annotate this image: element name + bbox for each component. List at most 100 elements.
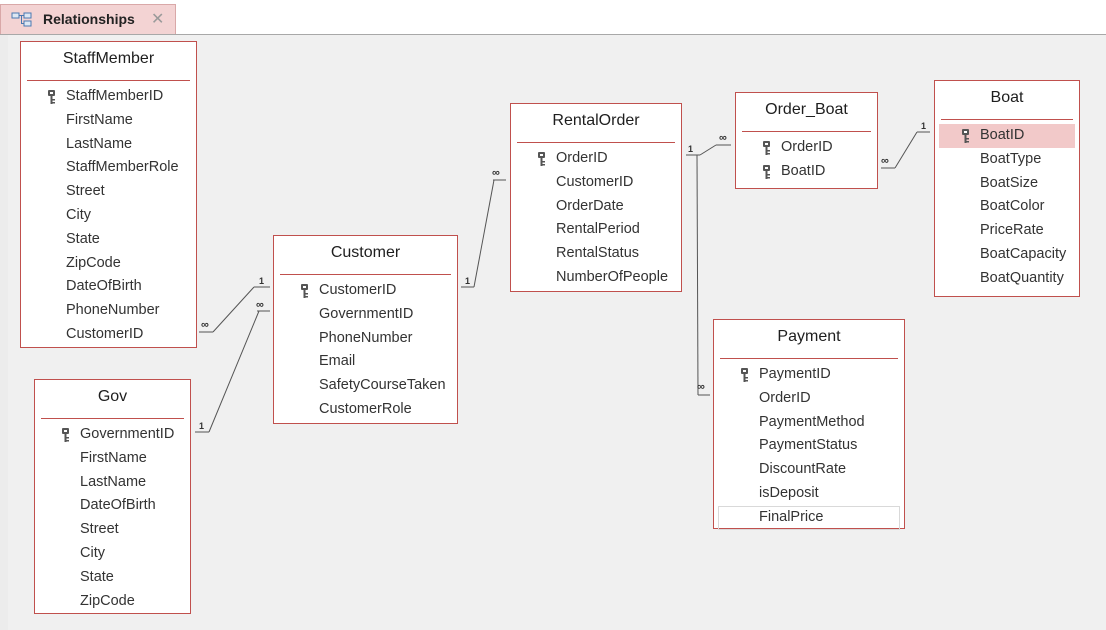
field-finalprice[interactable]: FinalPrice: [718, 505, 900, 530]
field-label: DateOfBirth: [80, 497, 156, 514]
field-label: isDeposit: [759, 484, 819, 501]
field-rentalperiod[interactable]: RentalPeriod: [511, 218, 681, 242]
field-label: DateOfBirth: [66, 278, 142, 295]
relationship-line[interactable]: [696, 154, 699, 396]
field-street[interactable]: Street: [35, 518, 190, 542]
tab-label: Relationships: [43, 11, 135, 27]
cardinality-many: ∞: [492, 167, 500, 179]
field-discountrate[interactable]: DiscountRate: [714, 458, 904, 482]
field-governmentid[interactable]: GovernmentID: [274, 303, 457, 327]
primary-key-icon: [763, 164, 770, 179]
relationship-line[interactable]: [699, 144, 717, 156]
relationship-line[interactable]: [894, 131, 918, 169]
field-staffmemberid[interactable]: StaffMemberID: [21, 85, 196, 109]
field-label: LastName: [80, 473, 147, 490]
field-customerrole[interactable]: CustomerRole: [274, 398, 457, 422]
field-email[interactable]: Email: [274, 350, 457, 374]
relationship-line[interactable]: [212, 286, 255, 333]
field-boattype[interactable]: BoatType: [935, 148, 1079, 172]
cardinality-many: ∞: [256, 299, 264, 311]
field-city[interactable]: City: [35, 542, 190, 566]
field-boatid[interactable]: BoatID: [939, 124, 1075, 148]
field-label: State: [80, 568, 114, 585]
field-firstname[interactable]: FirstName: [21, 109, 196, 133]
field-dateofbirth[interactable]: DateOfBirth: [35, 494, 190, 518]
field-safetycoursetaken[interactable]: SafetyCourseTaken: [274, 374, 457, 398]
field-phonenumber[interactable]: PhoneNumber: [274, 327, 457, 351]
field-label: ZipCode: [80, 592, 135, 609]
cardinality-many: ∞: [697, 381, 705, 393]
field-pricerate[interactable]: PriceRate: [935, 219, 1079, 243]
field-paymentstatus[interactable]: PaymentStatus: [714, 434, 904, 458]
relationship-line[interactable]: [473, 179, 495, 288]
field-paymentmethod[interactable]: PaymentMethod: [714, 411, 904, 435]
cardinality-many: ∞: [881, 155, 889, 167]
field-label: PhoneNumber: [319, 329, 413, 346]
field-label: ZipCode: [66, 254, 121, 271]
cardinality-one: 1: [259, 276, 264, 286]
field-customerid[interactable]: CustomerID: [274, 279, 457, 303]
field-label: PaymentID: [759, 366, 831, 382]
field-label: OrderID: [759, 389, 811, 406]
field-street[interactable]: Street: [21, 180, 196, 204]
primary-key-icon: [962, 129, 969, 143]
field-boatid[interactable]: BoatID: [736, 160, 877, 184]
field-label: BoatID: [980, 127, 1025, 143]
primary-key-icon: [301, 284, 308, 298]
field-label: NumberOfPeople: [556, 268, 669, 285]
field-label: BoatType: [980, 150, 1042, 167]
relationships-icon: [11, 12, 32, 27]
field-label: Email: [319, 353, 356, 370]
field-rentalstatus[interactable]: RentalStatus: [511, 242, 681, 266]
field-firstname[interactable]: FirstName: [35, 447, 190, 471]
cardinality-many: ∞: [719, 132, 727, 144]
field-label: FinalPrice: [759, 508, 824, 525]
field-isdeposit[interactable]: isDeposit: [714, 482, 904, 506]
field-state[interactable]: State: [21, 228, 196, 252]
field-label: StaffMemberRole: [66, 159, 179, 176]
field-boatcolor[interactable]: BoatColor: [935, 195, 1079, 219]
field-zipcode[interactable]: ZipCode: [21, 252, 196, 276]
field-lastname[interactable]: LastName: [21, 133, 196, 157]
document-tab-bar: Relationships ✕: [0, 0, 1106, 35]
field-orderid[interactable]: OrderID: [736, 136, 877, 160]
field-boatcapacity[interactable]: BoatCapacity: [935, 243, 1079, 267]
field-customerid[interactable]: CustomerID: [21, 323, 196, 347]
field-label: BoatColor: [980, 198, 1045, 215]
cardinality-many: ∞: [201, 319, 209, 331]
field-paymentid[interactable]: PaymentID: [714, 363, 904, 387]
field-label: OrderDate: [556, 197, 624, 214]
field-zipcode[interactable]: ZipCode: [35, 590, 190, 614]
field-boatsize[interactable]: BoatSize: [935, 172, 1079, 196]
field-boatquantity[interactable]: BoatQuantity: [935, 267, 1079, 291]
field-numberofpeople[interactable]: NumberOfPeople: [511, 266, 681, 290]
field-customerid[interactable]: CustomerID: [511, 171, 681, 195]
field-phonenumber[interactable]: PhoneNumber: [21, 299, 196, 323]
tab-relationships[interactable]: Relationships ✕: [0, 4, 176, 34]
field-city[interactable]: City: [21, 204, 196, 228]
field-lastname[interactable]: LastName: [35, 471, 190, 495]
field-orderid[interactable]: OrderID: [714, 387, 904, 411]
relationship-line[interactable]: [208, 310, 260, 433]
close-icon[interactable]: ✕: [151, 11, 165, 28]
field-label: GovernmentID: [319, 305, 414, 322]
field-orderid[interactable]: OrderID: [511, 147, 681, 171]
field-label: PriceRate: [980, 222, 1044, 239]
field-state[interactable]: State: [35, 566, 190, 590]
cardinality-one: 1: [921, 121, 926, 131]
field-staffmemberrole[interactable]: StaffMemberRole: [21, 156, 196, 180]
field-governmentid[interactable]: GovernmentID: [35, 423, 190, 447]
field-orderdate[interactable]: OrderDate: [511, 195, 681, 219]
field-dateofbirth[interactable]: DateOfBirth: [21, 275, 196, 299]
